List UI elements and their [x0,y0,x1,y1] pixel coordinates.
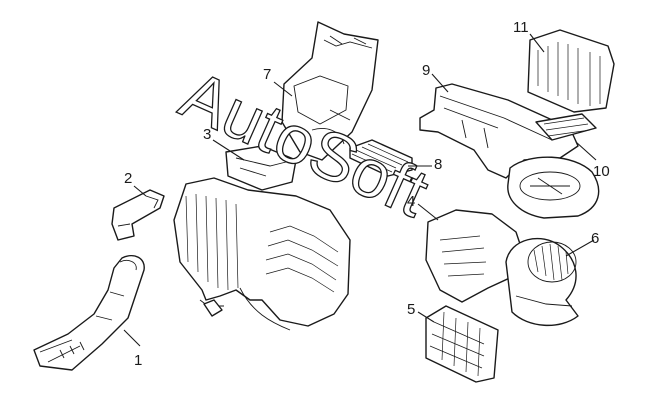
callout-7: 7 [263,66,271,83]
leader-10 [575,141,597,161]
leader-11 [529,33,545,53]
part-5-cabin-filter [425,305,499,383]
leader-7 [273,81,293,97]
part-6-blower-motor [505,237,579,327]
part-2-duct-adapter [111,189,165,241]
part-9-distribution-channel [419,83,579,179]
callout-5: 5 [407,301,415,318]
callout-8: 8 [434,156,442,173]
callout-10: 10 [593,163,610,180]
callout-2: 2 [124,170,132,187]
leader-6 [565,239,595,257]
part-1-lower-duct [33,254,145,371]
leader-4 [417,203,439,221]
main-hvac-housing [173,177,351,331]
leader-2 [133,185,147,197]
callout-11: 11 [513,19,529,36]
callout-1: 1 [134,352,142,369]
callout-3: 3 [203,126,211,143]
callout-6: 6 [591,230,599,247]
callout-labels: 1 2 3 4 5 6 7 8 9 10 11 [124,19,610,369]
callout-4: 4 [407,193,415,210]
part-10-blower-scroll [507,156,600,219]
leader-3 [212,139,245,161]
part-7-upper-housing [281,21,379,161]
part-8-filter [349,139,413,177]
leader-lines [123,33,597,347]
callout-9: 9 [422,62,430,79]
part-11-upper-duct [527,29,615,141]
leader-5 [417,311,435,323]
leader-1 [123,329,141,347]
part-3-sensor-bracket [225,145,297,191]
leader-9 [431,73,449,93]
